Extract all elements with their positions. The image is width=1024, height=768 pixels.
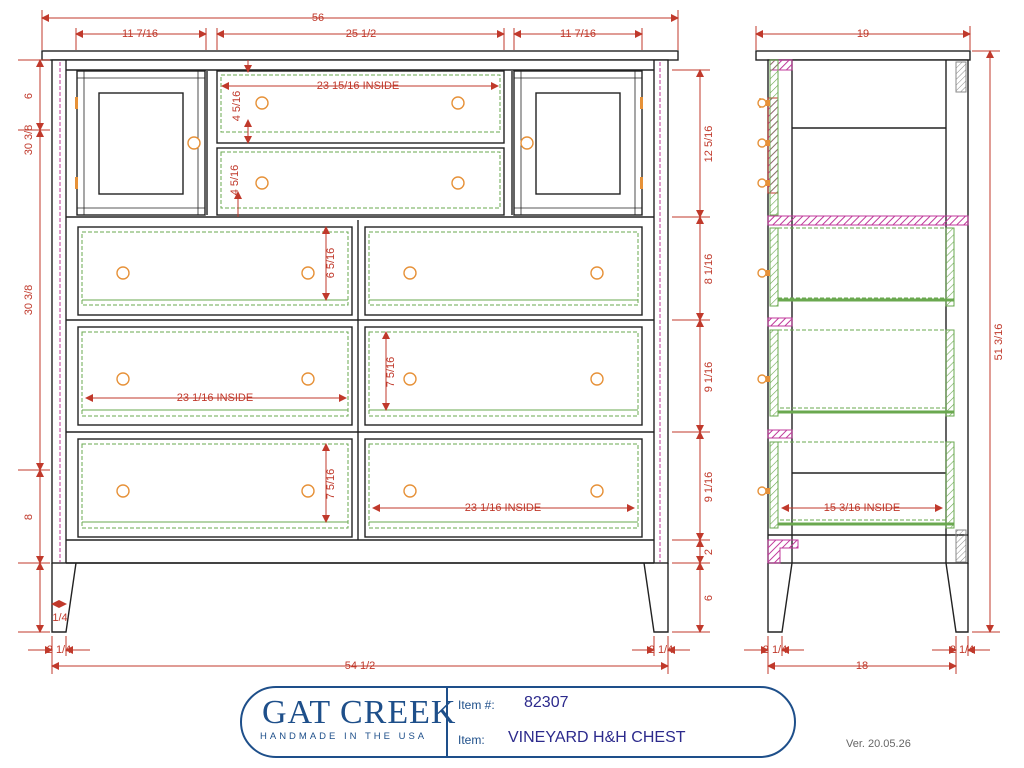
right-cabinet-door [513,70,643,216]
dim-right-row1: 8 1/16 [703,254,715,285]
hinges [75,97,643,189]
side-right-leg [945,562,969,633]
dim-left-quarter: 1/4 [52,612,67,624]
dim-side-bottom-right: 2 1/4 [950,644,974,656]
front-knobs [116,96,604,498]
dim-inside-row3: 23 1/16 INSIDE [465,502,541,514]
side-sections [767,59,969,564]
side-dimension-text: 19 15 3/16 INSIDE 51 3/16 2 1/4 18 2 1/4 [763,28,1005,672]
dim-right-6: 6 [703,595,715,601]
dim-side-depth: 19 [857,28,869,40]
dim-bottom-width: 54 1/2 [345,660,376,672]
front-side-hidden [59,62,661,562]
item-number-label: Item #: [458,698,495,712]
dim-right-2: 2 [703,549,715,555]
drawer-r3-left [77,438,353,538]
dim-side-depth-bottom: 18 [856,660,868,672]
front-dimension-text: 56 11 7/16 25 1/2 11 7/16 23 15/16 INSID… [23,12,715,672]
dim-row2-depth: 7 5/16 [385,357,397,388]
drawer-r1-right [364,226,643,316]
dim-side-bottom-left: 2 1/4 [763,644,787,656]
top-drawer-2 [216,147,505,216]
front-left-leg [51,562,77,633]
dim-inside-row2: 23 1/16 INSIDE [177,392,253,404]
dim-side-inside: 15 3/16 INSIDE [824,502,900,514]
version-label: Ver. 20.05.26 [846,738,911,750]
dim-right-row2: 9 1/16 [703,362,715,393]
dim-top-drawer-1: 4 5/16 [231,91,243,122]
dim-top-right: 11 7/16 [560,28,596,40]
dim-top-center: 25 1/2 [346,28,377,40]
side-view [755,50,971,633]
front-right-leg [643,562,669,633]
dim-inside-top: 23 15/16 INSIDE [317,80,400,92]
top-drawer-1 [216,70,505,144]
dim-right-row3: 9 1/16 [703,472,715,503]
brand-tagline: HANDMADE IN THE USA [260,731,428,742]
side-dimensions [744,26,1000,674]
dim-row3-depth: 7 5/16 [325,469,337,500]
side-knobs [757,98,767,496]
dim-bottom-left: 2 1/4 [47,644,71,656]
item-name: VINEYARD H&H CHEST [508,729,686,746]
dim-top-left: 11 7/16 [122,28,158,40]
dim-left-6: 6 [23,93,35,99]
drawer-r2-left [77,326,353,426]
dim-row1-depth: 6 5/16 [325,248,337,279]
brand-logo: GAT CREEK [262,694,457,731]
front-carcass [51,59,669,564]
side-top-panel [755,50,971,61]
title-block [240,686,796,758]
dim-left-30a: 30 3/8 [23,125,35,156]
item-name-label: Item: [458,733,485,747]
item-number: 82307 [524,694,569,711]
side-left-leg [767,562,793,633]
front-drawer-boxes [81,74,639,529]
drawer-r2-right [364,326,643,426]
dim-right-top: 12 5/16 [703,126,715,163]
left-cabinet-door [76,70,206,216]
front-top-panel [41,50,679,61]
title-divider [446,686,448,758]
dim-bottom-right: 2 1/4 [649,644,673,656]
drawer-r3-right [364,438,643,538]
drawer-r1-left [77,226,353,316]
dim-left-8: 8 [23,514,35,520]
front-view [41,50,679,633]
dim-left-30b: 30 3/8 [23,285,35,316]
dim-side-height: 51 3/16 [993,324,1005,361]
side-carcass [767,59,969,564]
dim-top-drawer-2: 4 5/16 [229,165,241,196]
front-dimensions [18,10,710,674]
dim-overall-width: 56 [312,12,324,24]
